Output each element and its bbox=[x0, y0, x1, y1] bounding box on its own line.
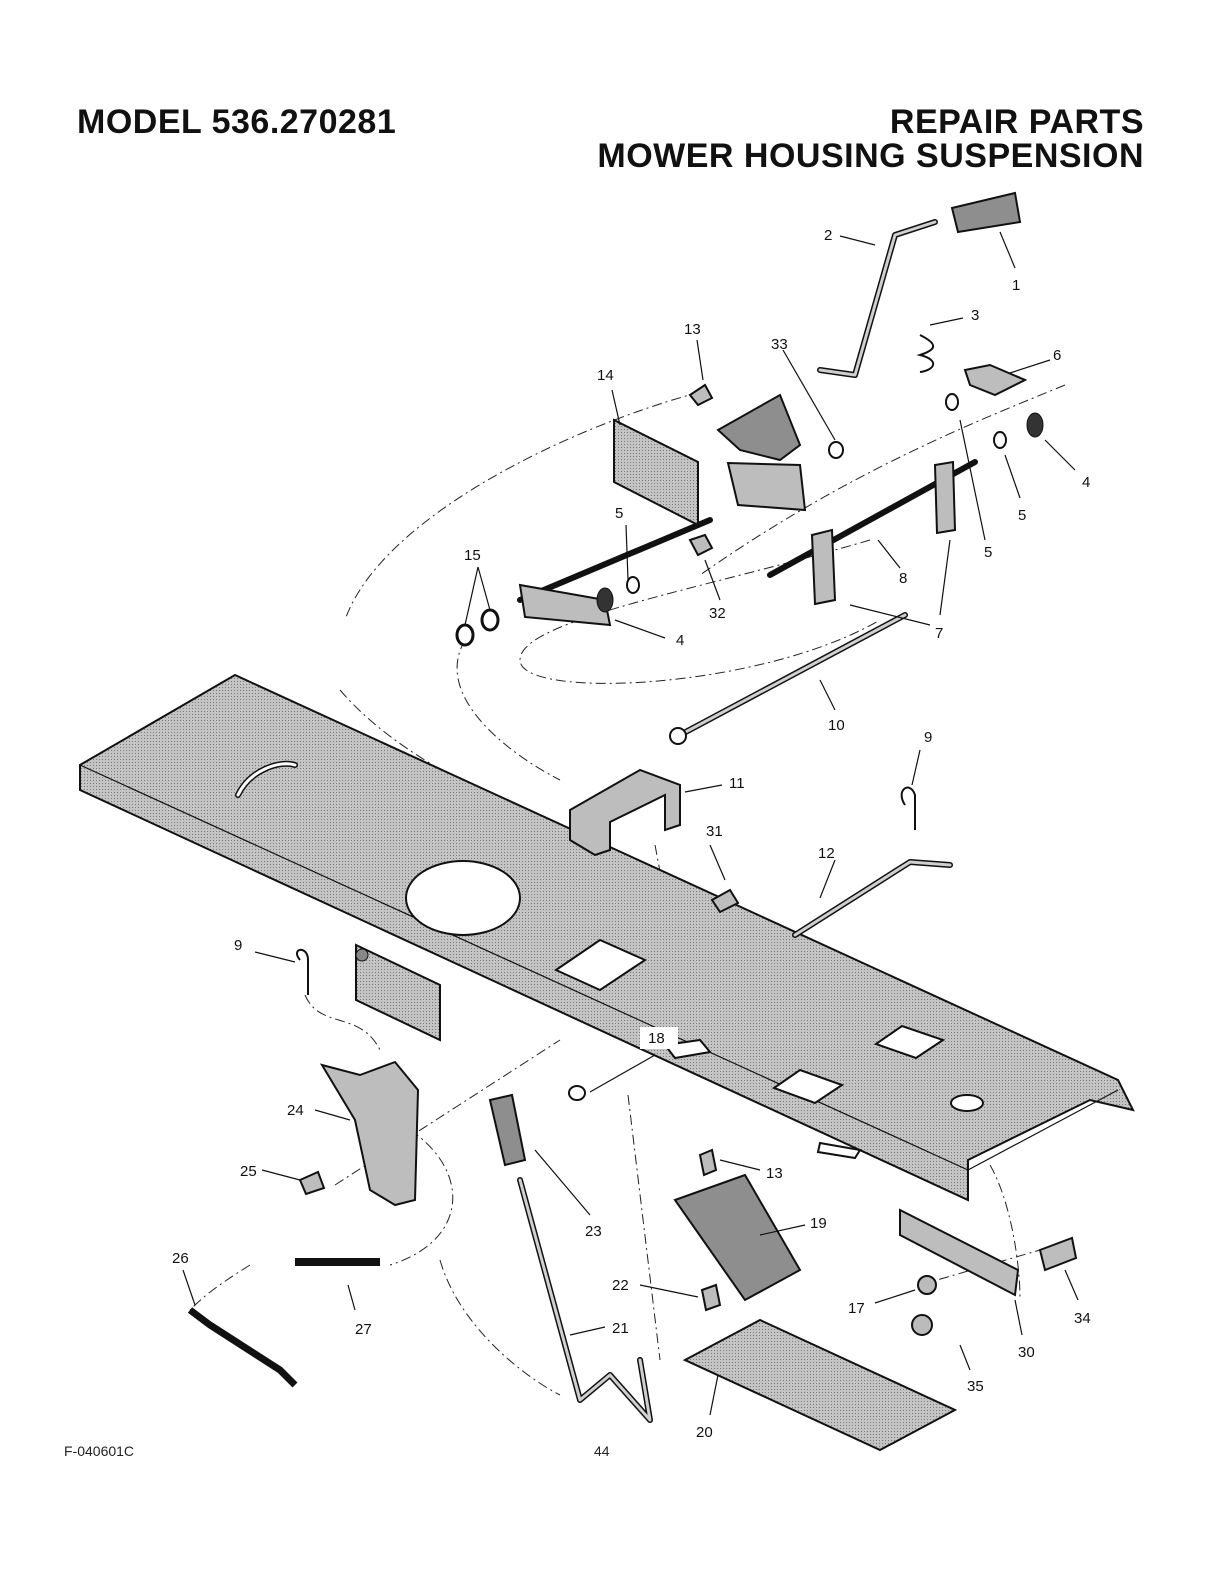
part-25-bolt bbox=[298, 1170, 326, 1196]
part-4-bearing bbox=[1026, 412, 1044, 438]
callout-4: 4 bbox=[676, 632, 684, 649]
lift-handle bbox=[817, 191, 1028, 397]
callout-25: 25 bbox=[240, 1163, 257, 1180]
callout-18-box: 18 bbox=[640, 1027, 678, 1049]
callout-9: 9 bbox=[924, 729, 932, 746]
part-9-pin bbox=[296, 948, 309, 995]
callout-14: 14 bbox=[597, 367, 614, 384]
callout-17: 17 bbox=[848, 1300, 865, 1317]
part-14-plate bbox=[613, 418, 699, 527]
callout-23: 23 bbox=[585, 1223, 602, 1240]
lift-shaft-assembly bbox=[455, 383, 1044, 647]
callout-10: 10 bbox=[828, 717, 845, 734]
part-13-bolt bbox=[688, 383, 714, 407]
callout-7: 7 bbox=[935, 625, 943, 642]
callout-5: 5 bbox=[984, 544, 992, 561]
callout-24: 24 bbox=[287, 1102, 304, 1119]
hanger-bracket bbox=[355, 943, 441, 1042]
callout-5: 5 bbox=[615, 505, 623, 522]
part-35-bolt bbox=[911, 1314, 933, 1336]
assembly-line bbox=[304, 994, 381, 1051]
callout-9: 9 bbox=[234, 937, 242, 954]
callout-35: 35 bbox=[967, 1378, 984, 1395]
assembly-line bbox=[627, 1094, 661, 1361]
callout-34: 34 bbox=[1074, 1310, 1091, 1327]
callout-26: 26 bbox=[172, 1250, 189, 1267]
callout-27: 27 bbox=[355, 1321, 372, 1338]
callout-2: 2 bbox=[824, 227, 832, 244]
callout-5: 5 bbox=[1018, 507, 1026, 524]
callout-12: 12 bbox=[818, 845, 835, 862]
page-number: 44 bbox=[594, 1443, 610, 1459]
assembly-line bbox=[389, 1129, 454, 1266]
part-11-bracket bbox=[569, 768, 681, 857]
figure-code: F-040601C bbox=[64, 1443, 135, 1459]
callout-33: 33 bbox=[771, 336, 788, 353]
frame-round-hole bbox=[405, 860, 521, 936]
part-21-rod bbox=[517, 1177, 653, 1423]
part-20-plate bbox=[682, 1318, 958, 1452]
part-32-bolt bbox=[688, 533, 714, 557]
part-31-bolt bbox=[710, 888, 740, 914]
part-15-washer bbox=[480, 608, 500, 632]
part-6-latch bbox=[963, 363, 1028, 397]
assembly-line bbox=[699, 384, 1066, 576]
leader-lines bbox=[182, 231, 1079, 1416]
callout-3: 3 bbox=[971, 307, 979, 324]
part-26-spring bbox=[187, 1307, 298, 1388]
part-18-nut bbox=[568, 1085, 586, 1101]
callout-21: 21 bbox=[612, 1320, 629, 1337]
part-7-arm bbox=[933, 460, 957, 535]
assembly-line bbox=[344, 391, 701, 621]
callout-18: 18 bbox=[648, 1030, 665, 1047]
callout-19: 19 bbox=[810, 1215, 827, 1232]
part-24-bracket bbox=[319, 1060, 420, 1207]
part-12-rod bbox=[792, 859, 953, 938]
callout-11: 11 bbox=[729, 775, 745, 792]
model-title: MODEL 536.270281 bbox=[77, 103, 397, 141]
assembly-line bbox=[439, 1259, 561, 1396]
callout-4: 4 bbox=[1082, 474, 1090, 491]
part-22-bolt bbox=[700, 1283, 722, 1312]
part-34-spacer bbox=[1038, 1236, 1078, 1272]
part-13-bolt bbox=[698, 1148, 718, 1177]
assembly-line bbox=[189, 1264, 251, 1311]
callout-13: 13 bbox=[766, 1165, 783, 1182]
callout-31: 31 bbox=[706, 823, 723, 840]
part-1-grip bbox=[950, 191, 1022, 234]
part-19-pad bbox=[673, 1173, 802, 1302]
callout-30: 30 bbox=[1018, 1344, 1035, 1361]
callout-8: 8 bbox=[899, 570, 907, 587]
assembly-line bbox=[989, 1164, 1021, 1301]
callout-15: 15 bbox=[464, 547, 481, 564]
section-title: MOWER HOUSING SUSPENSION bbox=[597, 137, 1144, 175]
part-9-pin bbox=[900, 786, 916, 830]
part-30-plate bbox=[899, 1208, 1020, 1297]
assembly-line bbox=[456, 639, 561, 781]
callout-6: 6 bbox=[1053, 347, 1061, 364]
part-3-spring bbox=[916, 334, 935, 373]
callout-13: 13 bbox=[684, 321, 701, 338]
frame-plate bbox=[79, 673, 1135, 1202]
part-7-arm bbox=[810, 528, 837, 606]
part-23-grip bbox=[488, 1093, 527, 1167]
assembly-line bbox=[519, 539, 881, 684]
callout-20: 20 bbox=[696, 1424, 713, 1441]
repair-parts-title: REPAIR PARTS bbox=[889, 103, 1144, 141]
part-17-nut bbox=[917, 1275, 937, 1295]
callout-1: 1 bbox=[1012, 277, 1020, 294]
part-15-washer bbox=[455, 623, 475, 647]
callout-22: 22 bbox=[612, 1277, 629, 1294]
callout-32: 32 bbox=[709, 605, 726, 622]
part-33-nut bbox=[828, 441, 844, 459]
